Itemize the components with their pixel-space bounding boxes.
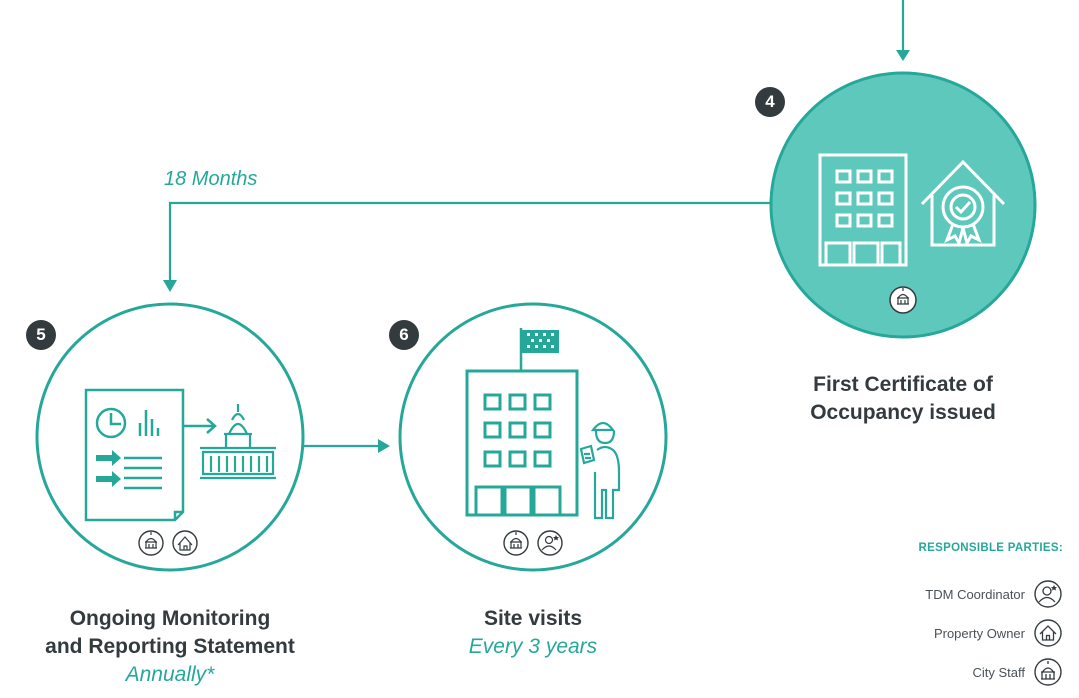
dbi-badge-icon — [889, 286, 917, 314]
step-6-title: Site visits Every 3 years — [413, 605, 653, 661]
flag-icon — [519, 328, 559, 370]
legend-title: RESPONSIBLE PARTIES: — [918, 542, 1063, 554]
city-staff-icon — [1034, 658, 1062, 686]
legend-item-property-owner: Property Owner — [934, 618, 1063, 648]
arrow-5-to-6 — [300, 439, 390, 453]
tdm-coordinator-icon — [1034, 580, 1062, 608]
step-6-subtitle: Every 3 years — [468, 635, 598, 658]
certified-house-icon — [920, 159, 1006, 247]
building-icon — [465, 369, 579, 517]
step-6-circle — [398, 302, 668, 572]
step-5-circle — [35, 302, 305, 572]
step-4-title-line1: First Certificate of — [813, 373, 993, 396]
step-4-title-line2: Occupancy issued — [810, 401, 996, 424]
step-5-title: Ongoing Monitoring and Reporting Stateme… — [10, 605, 330, 689]
city-staff-badge-icon — [503, 530, 529, 556]
legend-label: City Staff — [972, 664, 1025, 680]
step-5-title-line1: Ongoing Monitoring — [69, 607, 271, 630]
property-owner-badge-icon — [172, 530, 198, 556]
step-number-6: 6 — [389, 320, 419, 350]
incoming-arrow — [896, 0, 910, 61]
city-staff-badge-icon — [138, 530, 164, 556]
legend-item-tdm-coordinator: TDM Coordinator — [925, 579, 1063, 609]
legend-item-city-staff: City Staff — [972, 657, 1063, 687]
arrow-bullet-icons — [96, 450, 121, 487]
office-building-icon — [818, 153, 908, 267]
connector-label: 18 Months — [164, 168, 258, 190]
inspector-icon — [579, 421, 621, 520]
step-4-circle — [769, 71, 1037, 339]
step-5-subtitle: Annually* — [125, 663, 215, 686]
city-hall-icon — [200, 404, 276, 480]
report-document-icon — [84, 388, 217, 522]
step-4-title: First Certificate of Occupancy issued — [763, 371, 1043, 427]
step-number-5: 5 — [26, 320, 56, 350]
tdm-coordinator-badge-icon — [537, 530, 563, 556]
step-6-title-line1: Site visits — [483, 607, 583, 630]
legend-label: TDM Coordinator — [925, 586, 1025, 602]
legend-label: Property Owner — [933, 625, 1025, 641]
step-number-4: 4 — [755, 87, 785, 117]
connector-18-months — [163, 201, 770, 292]
property-owner-icon — [1034, 619, 1062, 647]
step-5-title-line2: and Reporting Statement — [45, 635, 295, 658]
